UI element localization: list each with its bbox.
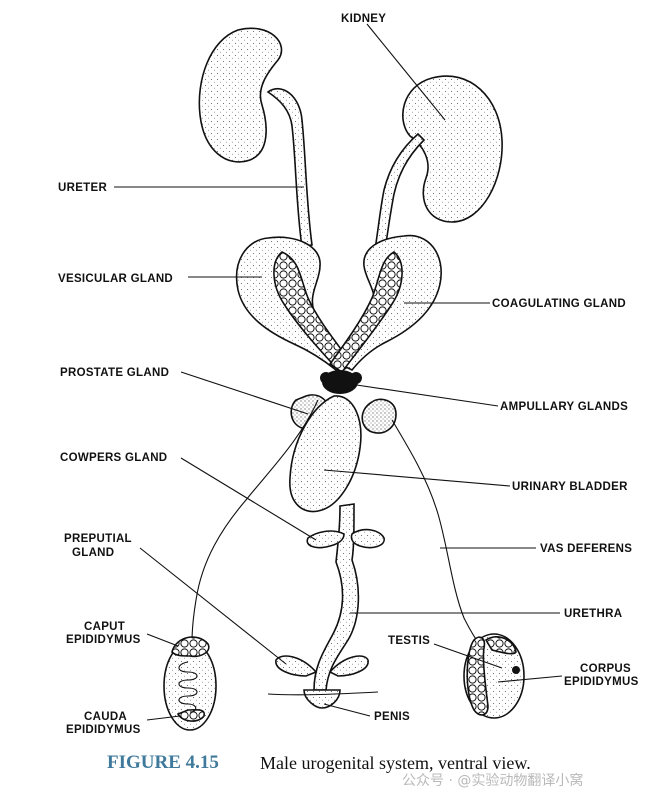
label-preputial-gland-1: PREPUTIAL — [64, 533, 132, 545]
left-vas-deferens — [191, 399, 319, 643]
right-vas-deferens — [391, 419, 483, 649]
label-caput-epididymus-2: EPIDIDYMUS — [66, 634, 141, 646]
label-coagulating-gland: COAGULATING GLAND — [492, 298, 626, 310]
figure-title: Male urogenital system, ventral view. — [260, 753, 531, 773]
coiled-epididymal-duct — [178, 661, 198, 713]
label-corpus-epididymus-1: CORPUS — [580, 663, 631, 675]
label-ureter: URETER — [58, 182, 107, 194]
label-kidney: KIDNEY — [341, 13, 386, 25]
label-urinary-bladder: URINARY BLADDER — [512, 481, 628, 493]
label-vas-deferens: VAS DEFERENS — [540, 543, 632, 555]
left-preputial-gland — [275, 655, 318, 677]
right-cowpers-gland — [350, 528, 385, 549]
label-vesicular-gland: VESICULAR GLAND — [58, 273, 173, 285]
figure-caption: FIGURE 4.15 Male urogenital system, vent… — [0, 748, 665, 778]
diagram-svg: KIDNEY URETER VESICULAR GLAND COAGULATIN… — [58, 13, 639, 736]
label-preputial-gland-2: GLAND — [72, 547, 114, 559]
label-cauda-epididymus-2: EPIDIDYMUS — [66, 724, 141, 736]
label-corpus-epididymus-2: EPIDIDYMUS — [564, 676, 639, 688]
right-kidney — [402, 75, 503, 223]
figure-number: FIGURE 4.15 — [107, 752, 219, 773]
label-prostate-gland: PROSTATE GLAND — [60, 367, 169, 379]
label-caput-epididymus-1: CAPUT — [84, 621, 125, 633]
label-penis: PENIS — [374, 711, 410, 723]
label-urethra: URETHRA — [564, 608, 622, 620]
label-testis: TESTIS — [388, 635, 430, 647]
watermark: 公众号 · @实验动物翻译小窝 — [402, 773, 584, 789]
label-cauda-epididymus-1: CAUDA — [84, 711, 127, 723]
right-preputial-gland — [328, 655, 369, 677]
cauda-epididymus — [176, 708, 206, 722]
left-kidney — [198, 27, 283, 163]
caput-epididymus — [171, 636, 210, 658]
label-cowpers-gland: COWPERS GLAND — [60, 452, 167, 464]
urinary-bladder — [289, 395, 362, 513]
right-prostate-gland — [361, 398, 397, 434]
penis — [303, 689, 341, 709]
corpus-epididymus — [466, 636, 489, 716]
left-cowpers-gland — [306, 530, 345, 549]
label-ampullary-glands: AMPULLARY GLANDS — [500, 401, 628, 413]
left-ureter — [266, 87, 313, 248]
